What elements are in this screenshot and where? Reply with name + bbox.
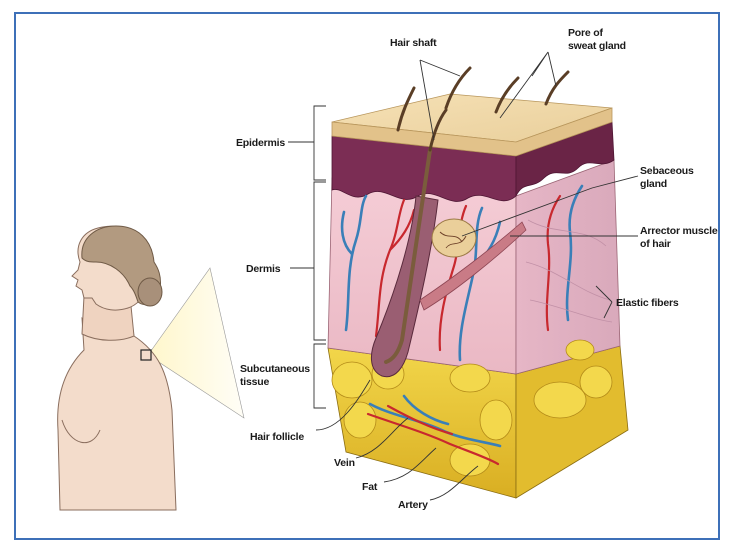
label-hair-shaft: Hair shaft bbox=[390, 37, 437, 49]
label-arrector-line1: Arrector muscle bbox=[640, 225, 718, 237]
label-sebaceous-line1: Sebaceous bbox=[640, 165, 694, 177]
hair-bun bbox=[138, 278, 162, 306]
label-subcutaneous-line1: Subcutaneous bbox=[240, 363, 310, 375]
label-elastic-fibers: Elastic fibers bbox=[616, 297, 679, 309]
dermis-side bbox=[516, 160, 620, 374]
label-fat: Fat bbox=[362, 481, 378, 493]
label-pore-line2: sweat gland bbox=[568, 40, 626, 52]
label-hair-follicle: Hair follicle bbox=[250, 431, 304, 443]
label-sebaceous-line2: gland bbox=[640, 178, 667, 190]
label-arrector-line2: of hair bbox=[640, 238, 671, 250]
label-dermis: Dermis bbox=[246, 263, 281, 275]
epidermis-bracket bbox=[314, 106, 326, 180]
woman-figure bbox=[58, 226, 244, 510]
layer-brackets bbox=[314, 106, 326, 408]
label-vein: Vein bbox=[334, 457, 355, 469]
label-artery: Artery bbox=[398, 499, 428, 511]
dermis-bracket bbox=[314, 182, 326, 340]
label-epidermis: Epidermis bbox=[236, 137, 285, 149]
sebaceous-gland bbox=[432, 219, 476, 257]
subcutaneous-bracket bbox=[314, 344, 326, 408]
label-subcutaneous-line2: tissue bbox=[240, 376, 270, 388]
skin-block bbox=[328, 68, 628, 498]
label-pore-line1: Pore of bbox=[568, 27, 603, 39]
